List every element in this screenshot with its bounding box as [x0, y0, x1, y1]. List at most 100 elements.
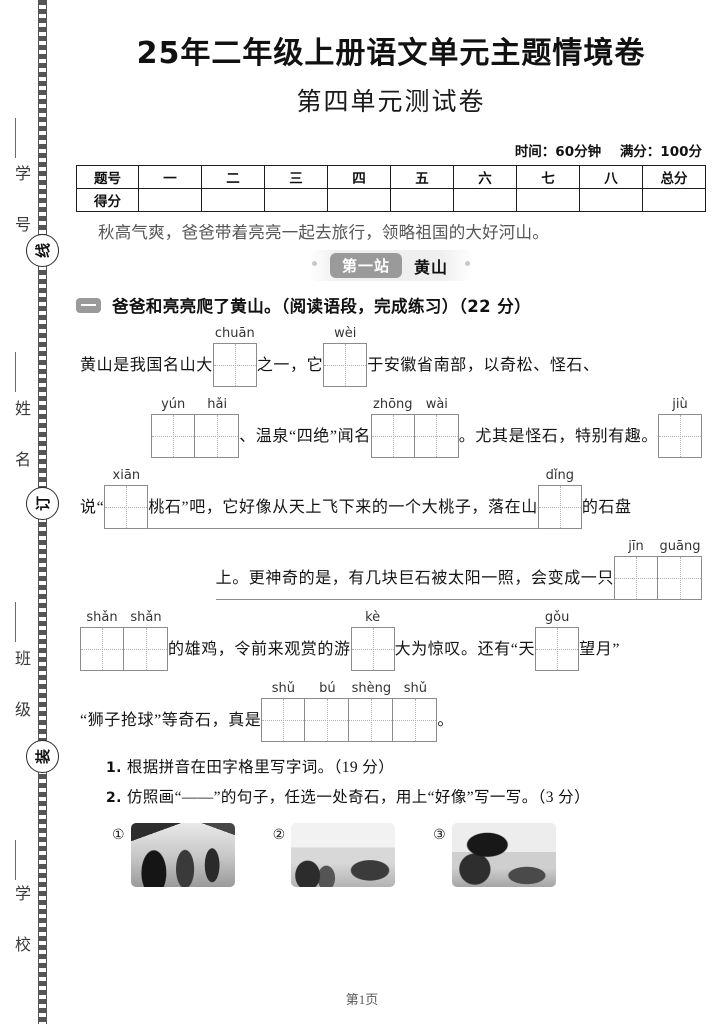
huangshan-rock-photo-1	[130, 823, 235, 888]
score-col-1: 一	[138, 165, 202, 189]
margin-label-class: 班 级	[12, 650, 29, 726]
score-cell-1[interactable]	[138, 188, 202, 212]
tianzige-group[interactable]: zhōng wài	[370, 396, 459, 458]
subquestion-1-text: 根据拼音在田字格里写字词。（19 分）	[126, 758, 395, 776]
tianzige-cell[interactable]	[261, 697, 306, 742]
tianzige-cell[interactable]	[349, 697, 394, 742]
exam-time-label: 时间：60分钟	[514, 144, 602, 160]
passage-text: “狮子抢球”等奇石，真是	[80, 712, 262, 730]
score-table-row-head-2: 得分	[76, 188, 139, 212]
pinyin-syllable: wài	[425, 396, 448, 412]
tianzige-cell[interactable]	[350, 626, 395, 671]
tianzige-cell[interactable]	[614, 555, 658, 600]
page-subtitle: 第四单元测试卷	[296, 89, 486, 116]
score-cell-7[interactable]	[516, 188, 580, 212]
tianzige-cells	[350, 626, 395, 671]
tianzige-cell[interactable]	[323, 342, 368, 387]
pinyin-syllable: jiù	[672, 396, 688, 412]
pinyin-syllable: jīn	[628, 538, 644, 554]
tianzige-cells	[261, 697, 438, 742]
tianzige-cell[interactable]	[658, 555, 702, 600]
tianzige-group[interactable]: jīn guāng	[614, 538, 702, 600]
score-cell-5[interactable]	[390, 188, 454, 212]
tianzige-cell[interactable]	[151, 413, 196, 458]
tianzige-cell[interactable]	[658, 413, 702, 458]
tianzige-cell[interactable]	[305, 697, 350, 742]
score-col-5: 五	[390, 165, 454, 189]
passage-text: 望月”	[579, 641, 621, 659]
passage-text: 的雄鸡，令前来观赏的游	[168, 641, 351, 659]
pinyin-row: gǒu	[535, 609, 579, 626]
tianzige-cell[interactable]	[104, 484, 149, 529]
pinyin-syllable: chuān	[214, 326, 255, 341]
scenario-text: 秋高气爽，爸爸带着亮亮一起去旅行，领略祖国的大好河山。	[98, 223, 549, 242]
photo-item-1: ①	[112, 823, 235, 888]
tianzige-cell[interactable]	[80, 626, 124, 671]
passage-text: 大为惊叹。还有“天	[394, 641, 536, 659]
tianzige-cell[interactable]	[195, 413, 240, 458]
tianzige-group[interactable]: gǒu	[535, 609, 580, 671]
tianzige-group[interactable]: wèi	[323, 326, 368, 387]
tianzige-group[interactable]: yún hǎi	[151, 396, 240, 458]
tianzige-cells	[151, 413, 240, 458]
subquestion-2-text: 仿照画“——”的句子，任选一处奇石，用上“好像”写一写。（3 分）	[126, 788, 590, 806]
pinyin-syllable: hǎi	[207, 396, 228, 412]
tianzige-cell[interactable]	[537, 484, 582, 529]
page-footer: 第1页	[345, 992, 379, 1007]
score-cell-8[interactable]	[579, 188, 643, 212]
tianzige-group[interactable]: kè	[350, 610, 395, 671]
tianzige-group[interactable]: chuān	[212, 326, 257, 387]
score-cell-6[interactable]	[453, 188, 517, 212]
photo-item-2: ②	[273, 823, 396, 888]
tianzige-group[interactable]: jiù	[658, 396, 702, 458]
margin-rule-3	[15, 602, 17, 642]
tianzige-group[interactable]: xiān	[104, 468, 149, 529]
pinyin-syllable: dǐng	[545, 467, 574, 483]
question-heading-text: 爸爸和亮亮爬了黄山。（阅读语段，完成练习）（22 分）	[112, 297, 532, 316]
pinyin-syllable: yún	[161, 396, 186, 412]
score-col-8: 八	[579, 165, 643, 189]
tianzige-cell[interactable]	[393, 697, 438, 742]
passage-text: 桃石”吧，它好像从天上飞下来的一个大桃子，落在山	[148, 499, 538, 529]
score-cell-total[interactable]	[642, 188, 706, 212]
seal-line-icon: 线	[26, 234, 59, 267]
pinyin-syllable: zhōng	[373, 396, 413, 412]
score-col-total: 总分	[642, 165, 706, 189]
pinyin-syllable: guāng	[659, 538, 701, 554]
score-cell-2[interactable]	[201, 188, 265, 212]
score-cell-3[interactable]	[264, 188, 328, 212]
margin-rule-1	[15, 118, 17, 158]
pinyin-syllable: gǒu	[544, 609, 570, 625]
tianzige-cell[interactable]	[124, 626, 168, 671]
tianzige-cell[interactable]	[212, 342, 257, 387]
tianzige-group[interactable]: dǐng	[537, 467, 582, 529]
subquestion-2: 2.仿照画“——”的句子，任选一处奇石，用上“好像”写一写。（3 分）	[76, 783, 706, 813]
pinyin-row: chuān	[213, 326, 257, 342]
tianzige-cell[interactable]	[535, 626, 580, 671]
pinyin-row: jiù	[658, 396, 702, 413]
exam-page: 25年二年级上册语文单元主题情境卷 第四单元测试卷 时间：60分钟 满分：100…	[58, 0, 724, 1024]
huangshan-rock-photo-2	[291, 823, 396, 888]
score-cell-4[interactable]	[327, 188, 391, 212]
tianzige-cells	[370, 413, 459, 458]
photo-label-1: ①	[112, 828, 125, 844]
tianzige-cell[interactable]	[370, 413, 415, 458]
score-table-row-head-1: 题号	[76, 165, 139, 189]
tianzige-cells	[537, 484, 582, 529]
photo-item-3: ③	[433, 823, 556, 888]
pinyin-syllable: shǔ	[271, 680, 296, 696]
margin-rule-2	[15, 352, 17, 392]
seal-bind-icon: 订	[26, 487, 59, 520]
score-col-7: 七	[516, 165, 580, 189]
pinyin-syllable: shèng	[351, 680, 392, 696]
tianzige-cell[interactable]	[414, 413, 459, 458]
huangshan-rock-photo-3	[451, 823, 556, 888]
tianzige-cells	[535, 626, 580, 671]
